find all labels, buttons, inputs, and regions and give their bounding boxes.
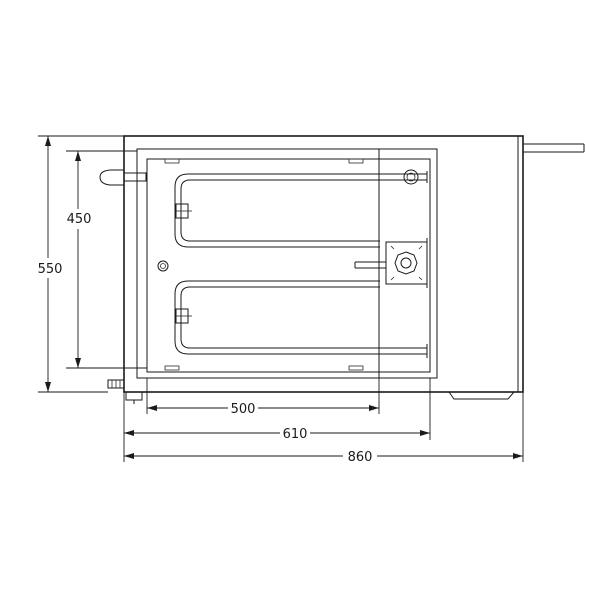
left-handle: [99, 169, 147, 186]
heating-element-upper: [174, 169, 428, 248]
sensor-port: [157, 260, 169, 272]
dimension-label-450: 450: [67, 212, 92, 227]
lid-frame: [136, 148, 438, 379]
power-cable: [523, 143, 585, 153]
dimension-height-inner: 450: [66, 150, 147, 369]
inner-basin: [146, 158, 431, 373]
heating-element-lower: [174, 280, 428, 358]
thermostat-box: [354, 238, 428, 288]
extension-lines: [123, 378, 524, 462]
dimension-width-mid: 610: [124, 423, 430, 443]
dimension-height-outer: 550: [38, 135, 124, 393]
dimension-width-inner: 500: [147, 398, 379, 418]
outer-housing: [123, 135, 524, 393]
drain-fitting: [107, 379, 143, 404]
dimension-label-550: 550: [38, 262, 63, 277]
dimension-label-610: 610: [283, 427, 308, 442]
dimension-width-outer: 860: [124, 446, 523, 466]
lid-tabs: [164, 158, 364, 371]
dimension-label-860: 860: [348, 450, 373, 465]
foot: [448, 391, 516, 400]
dimension-label-500: 500: [231, 402, 256, 417]
